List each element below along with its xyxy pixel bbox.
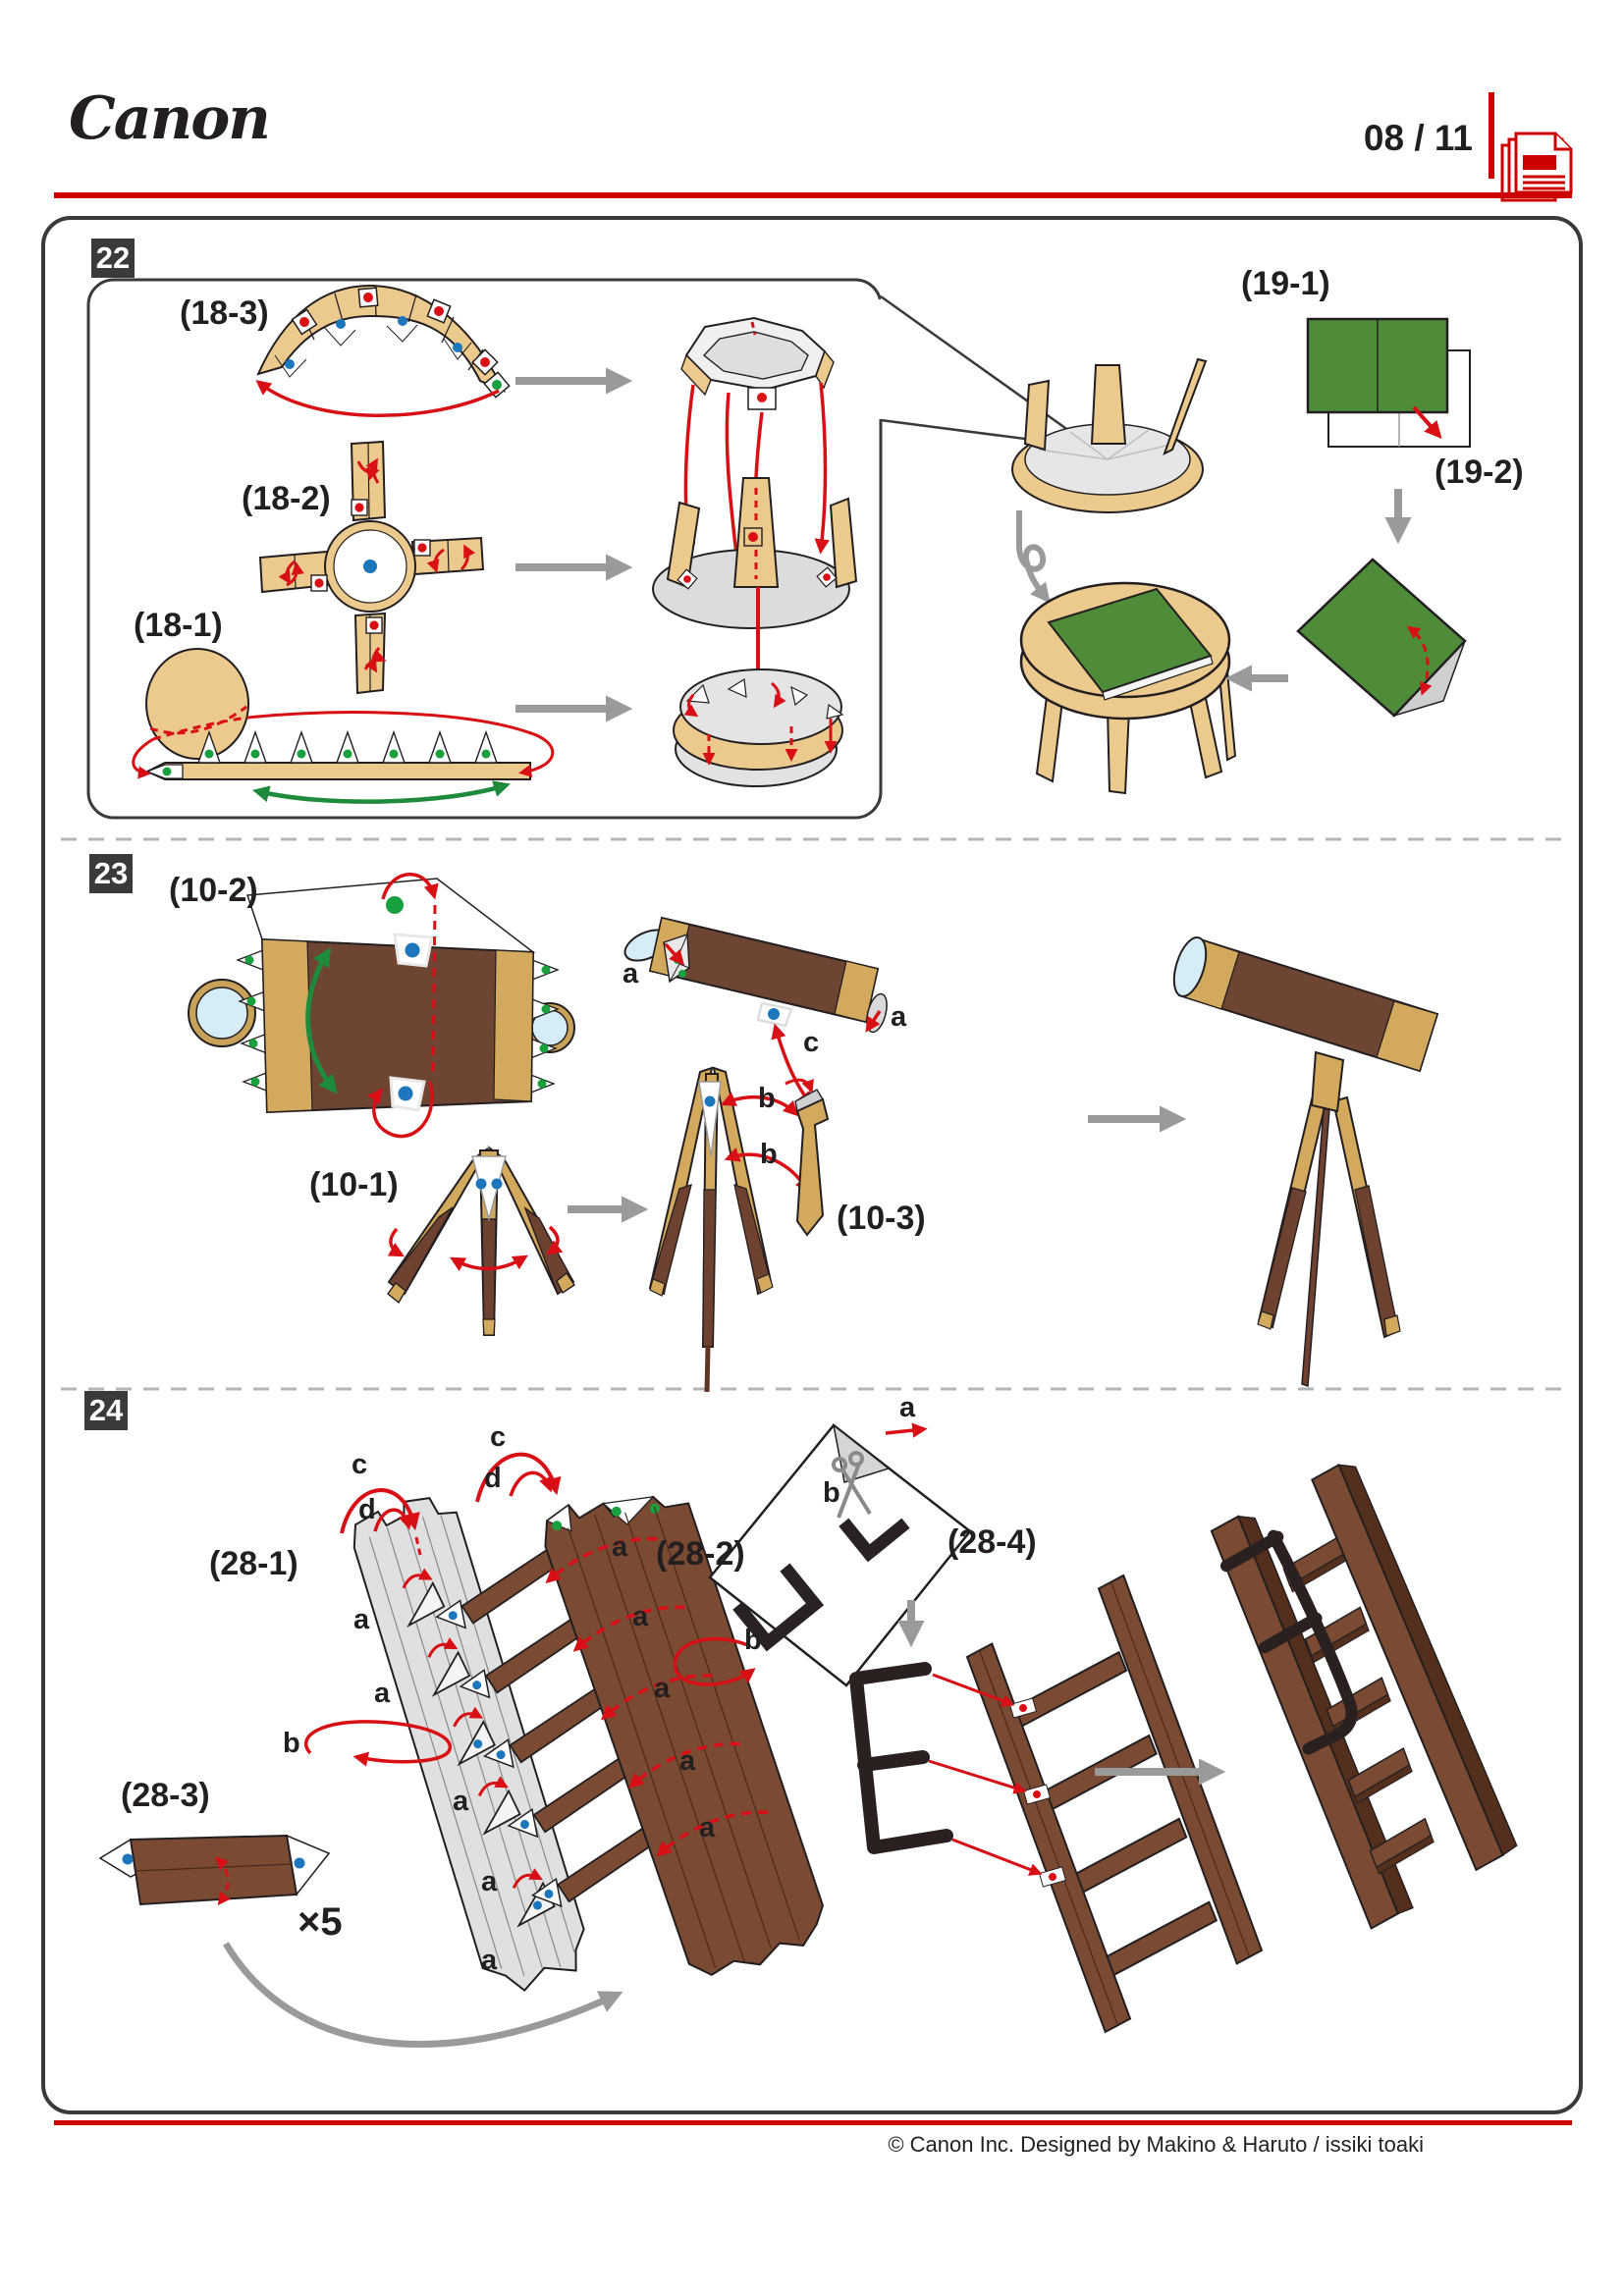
label-b-side: b — [744, 1625, 762, 1656]
label-part-18-1: (18-1) — [134, 607, 223, 644]
label-b-tripod-2: b — [760, 1139, 778, 1170]
label-multiplier-x5: ×5 — [298, 1900, 343, 1944]
label-c-rail: c — [352, 1449, 368, 1480]
label-part-28-1: (28-1) — [209, 1545, 298, 1582]
label-d-side: d — [484, 1463, 502, 1494]
label-part-18-2: (18-2) — [242, 480, 331, 517]
flip-arrow — [1016, 510, 1051, 604]
label-part-28-2: (28-2) — [656, 1535, 745, 1573]
label-b-rail: b — [283, 1728, 300, 1759]
ellipse-28-2-b — [673, 1636, 756, 1686]
assembly-tube — [623, 916, 888, 1107]
label-a-side-1: a — [612, 1531, 628, 1563]
assembly-ring — [673, 668, 844, 787]
label-a-side-4: a — [679, 1745, 696, 1777]
header-rule — [54, 192, 1572, 198]
part-18-3-arch — [255, 284, 511, 418]
part-18-2-cross — [258, 440, 485, 695]
label-c-tube: c — [803, 1027, 820, 1058]
arc-28-2-d — [509, 1470, 554, 1497]
label-part-10-1: (10-1) — [309, 1166, 399, 1203]
ellipse-28-1-b — [303, 1720, 452, 1767]
flow-arrows-step22 — [515, 367, 633, 722]
page-number: 08 / 11 — [1363, 118, 1473, 158]
part-10-2-body — [188, 872, 575, 1139]
footer-rule — [54, 2120, 1572, 2125]
label-a-side-3: a — [654, 1673, 671, 1704]
assembly-table — [1019, 581, 1237, 795]
content-frame — [41, 216, 1583, 2114]
label-a-tube-back: a — [891, 1001, 907, 1033]
label-b-tripod-1: b — [758, 1083, 776, 1114]
part-28-4-strip — [708, 1422, 972, 1687]
step-badge-23: 23 — [89, 854, 133, 893]
label-a-side-2: a — [632, 1601, 649, 1632]
label-a-rail-5: a — [481, 1945, 498, 1976]
arrow-28-3-swoop — [222, 1942, 623, 2049]
label-part-28-3: (28-3) — [121, 1777, 210, 1814]
pages-icon — [1500, 132, 1573, 202]
step23-illustration — [188, 872, 1439, 1393]
label-part-18-3: (18-3) — [180, 294, 269, 332]
cross-glue-marks — [310, 499, 431, 634]
label-a-tube-front: a — [623, 958, 639, 989]
assembly-telescope — [1172, 936, 1439, 1388]
step-badge-22: 22 — [91, 239, 135, 278]
part-28-1-rail — [352, 1497, 585, 1993]
label-a-rail-2: a — [374, 1678, 391, 1709]
arc-28-1-c — [340, 1488, 420, 1534]
assembly-bowl — [652, 477, 858, 719]
label-c-side: c — [490, 1421, 507, 1453]
label-part-10-3: (10-3) — [837, 1200, 926, 1237]
copyright-text: © Canon Inc. Designed by Makino & Haruto… — [888, 2132, 1424, 2157]
assembly-tripod — [648, 1066, 830, 1393]
glue-marks — [285, 287, 511, 399]
label-part-19-2: (19-2) — [1435, 454, 1524, 491]
step-badge-24: 24 — [84, 1391, 128, 1430]
part-19-1 — [1306, 317, 1471, 448]
hook-slots — [1008, 1697, 1067, 1888]
part-10-1-tripod — [387, 1145, 575, 1336]
label-part-28-4: (28-4) — [947, 1523, 1037, 1561]
label-d-rail: d — [358, 1494, 376, 1525]
label-part-19-1: (19-1) — [1241, 265, 1330, 302]
strip-tabs — [197, 729, 498, 764]
label-a-rail-4: a — [481, 1866, 498, 1897]
step22-illustration — [86, 278, 1471, 820]
assembly-octagon-tray — [680, 316, 835, 604]
label-a-strip: a — [899, 1392, 916, 1423]
label-a-rail-3: a — [453, 1786, 469, 1817]
label-b-strip: b — [823, 1477, 840, 1509]
assembly-ladder-final — [1210, 1464, 1518, 1930]
header-divider-bar — [1489, 92, 1494, 179]
part-28-3-brace — [98, 1834, 331, 1906]
label-part-10-2: (10-2) — [169, 872, 258, 909]
scissors-icon — [832, 1451, 872, 1519]
part-28-2-ladder-side — [435, 1495, 825, 1977]
assembly-crown — [1011, 357, 1208, 513]
part-18-1-strip — [132, 648, 555, 804]
arc-28-1-d — [373, 1508, 413, 1532]
step24-illustration — [98, 1422, 1518, 2049]
label-a-side-5: a — [699, 1812, 716, 1843]
canon-logo: Canon — [69, 84, 271, 153]
arc-28-2-c — [475, 1452, 562, 1503]
label-a-rail-1: a — [353, 1604, 370, 1635]
part-19-2-folded — [1296, 558, 1467, 718]
